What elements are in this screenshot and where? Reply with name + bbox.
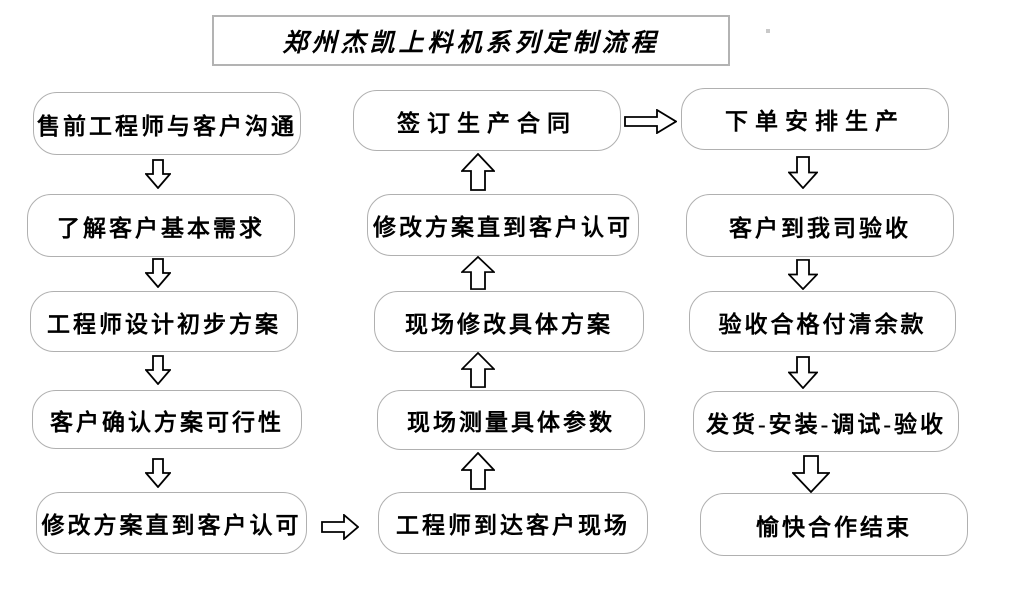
flow-node-confirm-feasibility: 客户确认方案可行性	[32, 390, 302, 449]
flow-node-engineer-arrive-site: 工程师到达客户现场	[378, 492, 648, 554]
down-arrow-icon	[145, 159, 171, 189]
down-arrow-icon	[145, 355, 171, 385]
flow-node-customer-acceptance: 客户到我司验收	[686, 194, 954, 257]
down-arrow-icon	[788, 356, 818, 389]
down-arrow-icon	[792, 455, 830, 493]
down-arrow-icon	[145, 258, 171, 288]
flow-node-sign-contract: 签订生产合同	[353, 90, 621, 151]
up-arrow-icon	[461, 452, 495, 490]
flow-node-presale-communication: 售前工程师与客户沟通	[33, 92, 301, 155]
down-arrow-icon	[145, 458, 171, 488]
flow-node-understand-needs: 了解客户基本需求	[27, 194, 295, 257]
stray-dot-artifact	[766, 29, 770, 33]
down-arrow-icon	[788, 259, 818, 290]
up-arrow-icon	[461, 153, 495, 191]
flow-node-onsite-revise-plan: 现场修改具体方案	[374, 291, 644, 352]
down-arrow-icon	[788, 156, 818, 189]
up-arrow-icon	[461, 256, 495, 290]
right-arrow-icon	[321, 514, 359, 540]
flow-node-revise-until-approved-2: 修改方案直到客户认可	[367, 194, 639, 256]
up-arrow-icon	[461, 352, 495, 388]
flow-node-onsite-measure-params: 现场测量具体参数	[377, 390, 645, 450]
flow-node-place-order-production: 下单安排生产	[681, 88, 949, 150]
flow-node-cooperation-end: 愉快合作结束	[700, 493, 968, 556]
right-arrow-icon	[624, 109, 677, 134]
flow-node-pay-balance: 验收合格付清余款	[689, 291, 956, 352]
flow-node-revise-until-approved: 修改方案直到客户认可	[36, 492, 307, 554]
flow-node-ship-install-debug-accept: 发货-安装-调试-验收	[693, 391, 959, 452]
flowchart-title-box: 郑州杰凯上料机系列定制流程	[212, 15, 730, 66]
flow-node-initial-design: 工程师设计初步方案	[30, 291, 298, 352]
flowchart-title: 郑州杰凯上料机系列定制流程	[282, 29, 660, 57]
